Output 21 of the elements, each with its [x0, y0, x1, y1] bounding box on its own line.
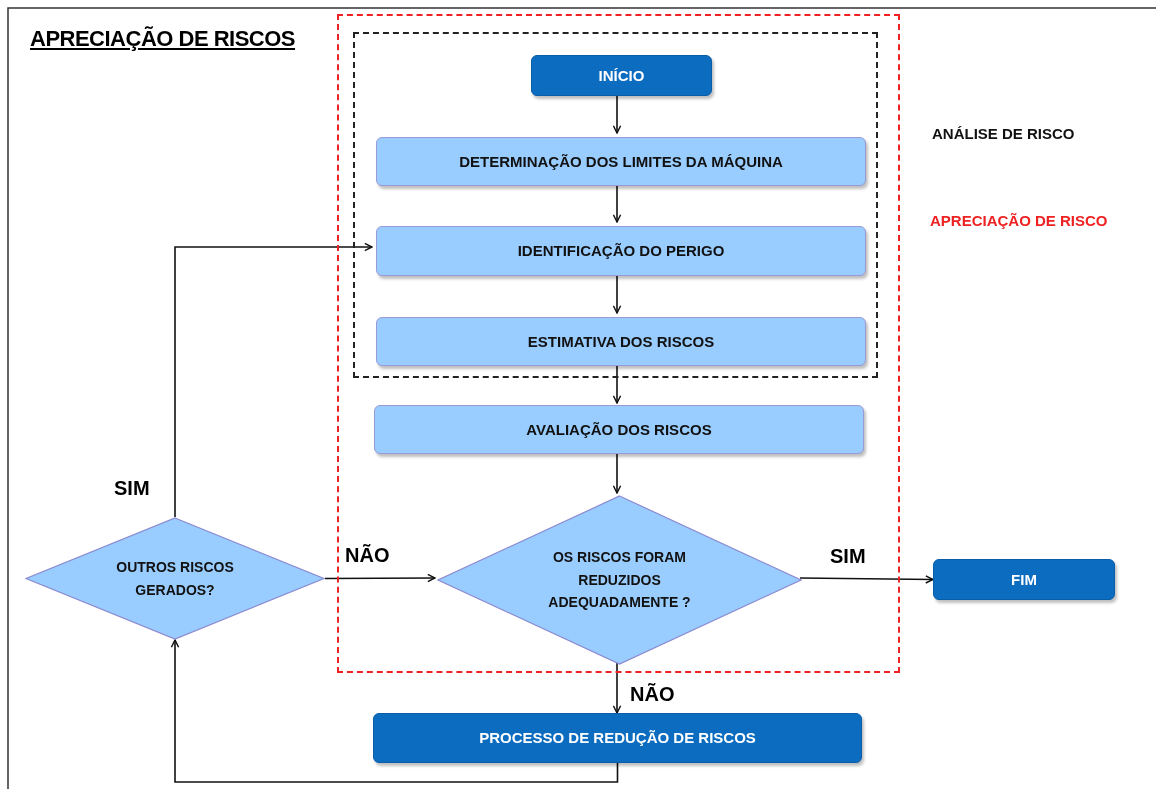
terminal-box	[373, 713, 862, 763]
process-box	[376, 226, 866, 276]
box-label: ESTIMATIVA DOS RISCOS	[527, 331, 715, 352]
process-box	[376, 137, 866, 186]
decision-diamond	[437, 495, 802, 665]
decision-text: OUTROS RISCOS GERADOS?	[115, 558, 235, 600]
diagram-title: APRECIAÇÃO DE RISCOS	[30, 26, 296, 52]
decision-text: OS RISCOS FORAM REDUZIDOS ADEQUADAMENTE ?	[547, 548, 692, 613]
box-label: INÍCIO	[598, 65, 645, 86]
region-label: APRECIAÇÃO DE RISCO	[930, 212, 1109, 229]
process-box	[374, 405, 864, 454]
terminal-box	[933, 559, 1115, 600]
box-label: DETERMINAÇÃO DOS LIMITES DA MÁQUINA	[459, 151, 783, 172]
region-label: ANÁLISE DE RISCO	[932, 125, 1076, 142]
box-label: FIM	[1011, 569, 1037, 590]
process-box	[376, 317, 866, 366]
box-label: PROCESSO DE REDUÇÃO DE RISCOS	[479, 728, 756, 748]
decision-diamond	[25, 517, 325, 640]
terminal-box	[531, 55, 712, 96]
box-label: IDENTIFICAÇÃO DO PERIGO	[517, 241, 725, 261]
box-label: AVALIAÇÃO DOS RISCOS	[526, 419, 712, 440]
